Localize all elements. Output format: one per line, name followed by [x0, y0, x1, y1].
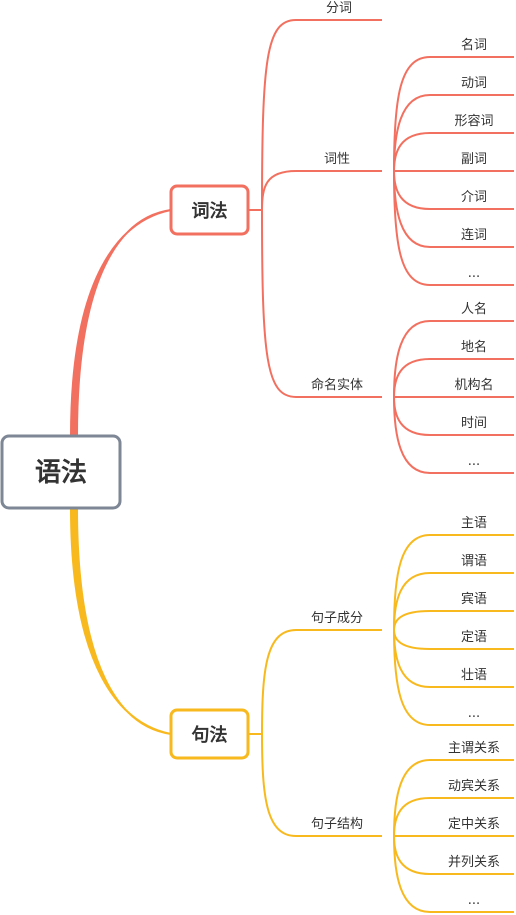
connector-cifa-level3 — [393, 396, 514, 474]
topic-node[interactable]: 分词 — [326, 1, 352, 16]
subtopic-node[interactable]: ... — [468, 454, 480, 469]
subtopic-node[interactable]: 壮语 — [461, 668, 487, 683]
connector-cifa-level2 — [261, 209, 382, 398]
subtopic-node[interactable]: 名词 — [461, 37, 487, 53]
subtopic-node[interactable]: 定中关系 — [448, 817, 500, 832]
connector-cifa-level2 — [261, 19, 382, 211]
branch-node-jufa-label: 句法 — [192, 724, 228, 746]
subtopic-node[interactable]: 主语 — [461, 516, 487, 531]
subtopic-node[interactable]: 时间 — [461, 416, 487, 431]
connector-jufa-level3 — [393, 759, 514, 837]
branch-node-jufa-box — [169, 708, 250, 760]
connector-cifa-level3 — [393, 170, 514, 286]
connector-jufa-level3 — [393, 534, 514, 631]
connector-jufa-level3 — [393, 572, 514, 631]
connector-cifa-level3 — [393, 320, 514, 398]
connector-cifa-level3 — [393, 170, 514, 210]
connector-jufa-level3 — [393, 610, 514, 631]
root-node-box — [0, 434, 122, 510]
subtopic-node[interactable]: 主谓关系 — [448, 741, 500, 756]
connector-root-cifa — [69, 209, 172, 437]
topic-node[interactable]: 命名实体 — [311, 377, 363, 393]
topic-node[interactable]: 句子结构 — [311, 817, 363, 832]
branch-node-cifa-box — [169, 184, 250, 236]
root-node[interactable]: 语法 — [0, 434, 122, 510]
connector-cifa-level3 — [393, 358, 514, 398]
connector-jufa-level3 — [393, 629, 514, 688]
subtopic-node[interactable]: 动词 — [461, 76, 487, 91]
topic-node[interactable]: 词性 — [324, 152, 350, 167]
connector-cifa-level3 — [393, 396, 514, 436]
subtopic-node[interactable]: 动宾关系 — [448, 778, 500, 794]
connector-jufa-level3 — [393, 629, 514, 726]
subtopic-node[interactable]: 连词 — [461, 227, 487, 243]
subtopic-node[interactable]: ... — [468, 266, 480, 281]
connector-jufa-level3 — [393, 835, 514, 913]
connector-root-jufa — [69, 507, 172, 735]
subtopic-node[interactable]: 并列关系 — [448, 855, 500, 870]
connector-cifa-level2 — [261, 170, 382, 211]
subtopic-node[interactable]: 介词 — [461, 190, 487, 205]
connector-jufa-level3 — [393, 797, 514, 837]
subtopic-node[interactable]: 宾语 — [461, 591, 487, 607]
subtopic-node[interactable]: 形容词 — [454, 113, 493, 129]
connector-jufa-level3 — [393, 629, 514, 650]
topic-node[interactable]: 句子成分 — [311, 611, 363, 626]
branch-node-cifa-label: 词法 — [192, 200, 228, 222]
subtopic-node[interactable]: 人名 — [461, 301, 487, 317]
subtopic-node[interactable]: 谓语 — [461, 554, 487, 569]
branch-node-jufa[interactable]: 句法 — [169, 708, 250, 760]
subtopic-node[interactable]: ... — [468, 706, 480, 721]
connector-jufa-level2 — [261, 629, 382, 735]
subtopic-node[interactable]: ... — [468, 893, 480, 908]
connector-jufa-level2 — [261, 733, 382, 837]
subtopic-node[interactable]: 副词 — [461, 152, 487, 167]
connector-cifa-level3 — [393, 94, 514, 172]
subtopic-node[interactable]: 机构名 — [454, 377, 493, 393]
root-node-label: 语法 — [35, 458, 87, 488]
connector-cifa-level3 — [393, 132, 514, 172]
subtopic-node[interactable]: 地名 — [461, 339, 487, 355]
branch-node-cifa[interactable]: 词法 — [169, 184, 250, 236]
subtopic-node[interactable]: 定语 — [461, 630, 487, 645]
